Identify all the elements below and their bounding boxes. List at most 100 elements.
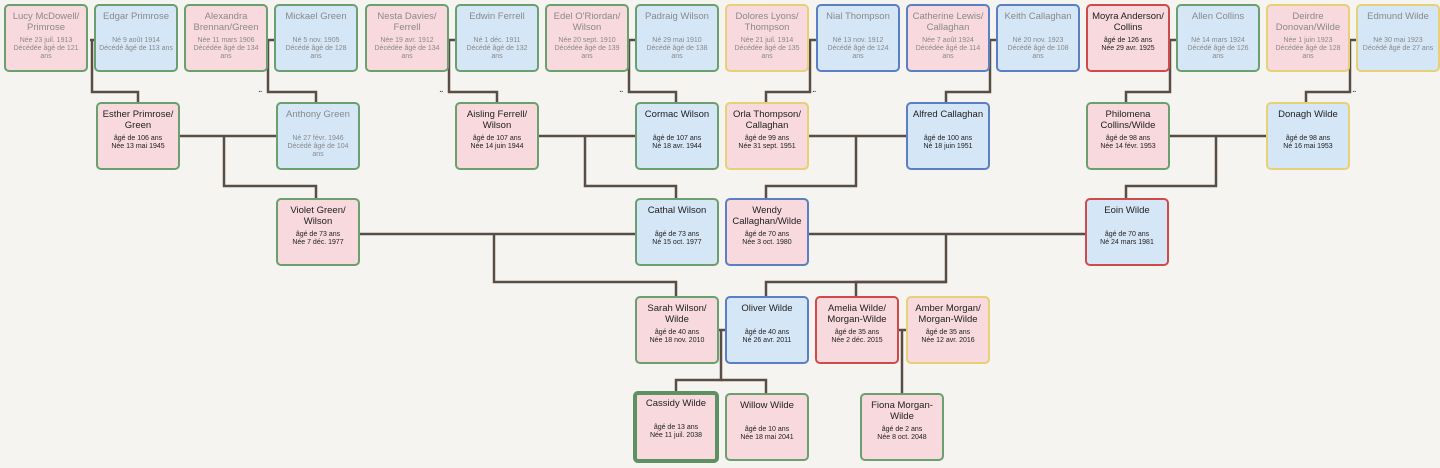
descent-line bbox=[583, 136, 678, 198]
person-dates: Né 30 mai 1923 Décédé âgé de 27 ans bbox=[1362, 37, 1434, 52]
person-card-cathal-wilson[interactable]: Cathal Wilson âgé de 73 ans Né 15 oct. 1… bbox=[635, 198, 719, 266]
person-card-edel-oriordan[interactable]: Edel O'Riordan/ Wilson Née 20 sept. 1910… bbox=[545, 4, 629, 72]
person-card-lucy-mcdowell[interactable]: Lucy McDowell/ Primrose Née 23 juil. 191… bbox=[4, 4, 88, 72]
person-card-alfred-callaghan[interactable]: Alfred Callaghan âgé de 100 ans Né 18 ju… bbox=[906, 102, 990, 170]
person-name: Donagh Wilde bbox=[1278, 109, 1338, 120]
person-dates: Née 21 juil. 1914 Décédée âgé de 135 ans bbox=[734, 37, 800, 60]
person-dates: Née 20 sept. 1910 Décédée âgé de 139 ans bbox=[554, 37, 620, 60]
person-name: Allen Collins bbox=[1191, 11, 1245, 22]
person-name: Wendy Callaghan/Wilde bbox=[732, 205, 802, 227]
person-card-orla-thompson[interactable]: Orla Thompson/ Callaghan âgé de 99 ans N… bbox=[725, 102, 809, 170]
person-card-padraig-wilson[interactable]: Padraig Wilson Né 29 mai 1910 Décédé âgé… bbox=[635, 4, 719, 72]
person-name: Amber Morgan/ Morgan-Wilde bbox=[915, 303, 981, 325]
more-ancestors-indicator[interactable]: .. bbox=[439, 84, 443, 95]
descent-line bbox=[266, 40, 318, 102]
person-dates: Né 29 mai 1910 Décédé âgé de 138 ans bbox=[646, 37, 708, 60]
more-ancestors-indicator[interactable]: .. bbox=[258, 84, 262, 95]
person-dates: âgé de 35 ans Née 2 déc. 2015 bbox=[831, 329, 883, 344]
person-name: Keith Callaghan bbox=[1004, 11, 1072, 22]
person-dates: âgé de 70 ans Née 3 oct. 1980 bbox=[742, 231, 792, 246]
person-dates: âgé de 70 ans Né 24 mars 1981 bbox=[1100, 231, 1154, 246]
person-dates: âgé de 40 ans Né 26 avr. 2011 bbox=[742, 329, 792, 344]
person-dates: Né 27 févr. 1946 Décédé âgé de 104 ans bbox=[287, 135, 349, 158]
person-name: Nesta Davies/ Ferrell bbox=[377, 11, 437, 33]
person-card-oliver-wilde[interactable]: Oliver Wilde âgé de 40 ans Né 26 avr. 20… bbox=[725, 296, 809, 364]
person-name: Anthony Green bbox=[286, 109, 350, 120]
person-dates: âgé de 10 ans Née 18 mai 2041 bbox=[740, 426, 794, 441]
person-card-mickael-green[interactable]: Mickael Green Né 5 nov. 1905 Décédé âgé … bbox=[274, 4, 358, 72]
person-card-allen-collins[interactable]: Allen Collins Né 14 mars 1924 Décédé âgé… bbox=[1176, 4, 1260, 72]
person-card-willow-wilde[interactable]: Willow Wilde âgé de 10 ans Née 18 mai 20… bbox=[725, 393, 809, 461]
person-dates: âgé de 13 ans Née 11 juil. 2038 bbox=[649, 424, 703, 439]
person-dates: Né 20 nov. 1923 Décédé âgé de 108 ans bbox=[1007, 37, 1069, 60]
person-name: Oliver Wilde bbox=[741, 303, 793, 314]
person-card-violet-green[interactable]: Violet Green/ Wilson âgé de 73 ans Née 7… bbox=[276, 198, 360, 266]
person-card-sarah-wilson[interactable]: Sarah Wilson/ Wilde âgé de 40 ans Née 18… bbox=[635, 296, 719, 364]
person-card-amelia-wilde[interactable]: Amelia Wilde/ Morgan-Wilde âgé de 35 ans… bbox=[815, 296, 899, 364]
person-name: Padraig Wilson bbox=[645, 11, 709, 22]
person-card-anthony-green[interactable]: Anthony Green Né 27 févr. 1946 Décédé âg… bbox=[276, 102, 360, 170]
person-name: Edel O'Riordan/ Wilson bbox=[553, 11, 621, 33]
descent-line bbox=[1304, 40, 1352, 102]
person-card-eoin-wilde[interactable]: Eoin Wilde âgé de 70 ans Né 24 mars 1981 bbox=[1085, 198, 1169, 266]
person-card-moyra-anderson[interactable]: Moyra Anderson/ Collins âgé de 126 ans N… bbox=[1086, 4, 1170, 72]
person-name: Orla Thompson/ Callaghan bbox=[733, 109, 801, 131]
person-card-nial-thompson[interactable]: Nial Thompson Né 13 nov. 1912 Décédé âgé… bbox=[816, 4, 900, 72]
person-dates: âgé de 2 ans Née 8 oct. 2048 bbox=[877, 426, 927, 441]
person-dates: Né 13 nov. 1912 Décédé âgé de 124 ans bbox=[827, 37, 889, 60]
person-name: Aisling Ferrell/ Wilson bbox=[466, 109, 528, 131]
person-dates: âgé de 73 ans Née 7 déc. 1977 bbox=[292, 231, 344, 246]
more-ancestors-indicator[interactable]: .. bbox=[812, 84, 816, 95]
person-name: Violet Green/ Wilson bbox=[290, 205, 346, 227]
descent-line bbox=[854, 280, 946, 296]
person-card-cormac-wilson[interactable]: Cormac Wilson âgé de 107 ans Né 18 avr. … bbox=[635, 102, 719, 170]
person-card-edmund-wilde[interactable]: Edmund Wilde Né 30 mai 1923 Décédé âgé d… bbox=[1356, 4, 1440, 72]
person-name: Eoin Wilde bbox=[1104, 205, 1150, 216]
person-card-wendy-callaghan[interactable]: Wendy Callaghan/Wilde âgé de 70 ans Née … bbox=[725, 198, 809, 266]
person-dates: Née 7 août 1924 Décédée âgé de 114 ans bbox=[915, 37, 981, 60]
person-card-edgar-primrose[interactable]: Edgar Primrose Né 9 août 1914 Décédé âgé… bbox=[94, 4, 178, 72]
person-dates: âgé de 100 ans Né 18 juin 1951 bbox=[923, 135, 973, 150]
person-name: Sarah Wilson/ Wilde bbox=[647, 303, 707, 325]
person-card-philomena-collins[interactable]: Philomena Collins/Wilde âgé de 98 ans Né… bbox=[1086, 102, 1170, 170]
person-card-esther-primrose[interactable]: Esther Primrose/ Green âgé de 106 ans Né… bbox=[96, 102, 180, 170]
person-name: Amelia Wilde/ Morgan-Wilde bbox=[827, 303, 887, 325]
person-name: Alfred Callaghan bbox=[912, 109, 984, 120]
person-dates: âgé de 73 ans Né 15 oct. 1977 bbox=[652, 231, 702, 246]
descent-line bbox=[1124, 40, 1172, 102]
person-name: Lucy McDowell/ Primrose bbox=[12, 11, 80, 33]
person-card-donagh-wilde[interactable]: Donagh Wilde âgé de 98 ans Né 16 mai 195… bbox=[1266, 102, 1350, 170]
person-dates: âgé de 98 ans Né 16 mai 1953 bbox=[1283, 135, 1333, 150]
person-dates: âgé de 126 ans Née 29 avr. 1925 bbox=[1101, 37, 1155, 52]
person-name: Edwin Ferrell bbox=[469, 11, 525, 22]
descent-line bbox=[721, 378, 768, 393]
person-card-catherine-lewis[interactable]: Catherine Lewis/ Callaghan Née 7 août 19… bbox=[906, 4, 990, 72]
person-card-edwin-ferrell[interactable]: Edwin Ferrell Né 1 déc. 1911 Décédé âgé … bbox=[455, 4, 539, 72]
descent-line bbox=[90, 40, 140, 102]
person-dates: Née 11 mars 1906 Décédée âgé de 134 ans bbox=[193, 37, 259, 60]
person-name: Dolores Lyons/ Thompson bbox=[735, 11, 799, 33]
person-name: Cathal Wilson bbox=[647, 205, 707, 216]
person-card-alexandra-brennan[interactable]: Alexandra Brennan/Green Née 11 mars 1906… bbox=[184, 4, 268, 72]
person-card-nesta-davies[interactable]: Nesta Davies/ Ferrell Née 19 avr. 1912 D… bbox=[365, 4, 449, 72]
person-card-deirdre-donovan[interactable]: Deirdre Donovan/Wilde Née 1 juin 1923 Dé… bbox=[1266, 4, 1350, 72]
person-dates: Né 5 nov. 1905 Décédé âgé de 128 ans bbox=[285, 37, 347, 60]
descent-line bbox=[492, 234, 678, 296]
descent-line bbox=[674, 330, 723, 393]
more-ancestors-indicator[interactable]: .. bbox=[619, 84, 623, 95]
person-dates: Né 14 mars 1924 Décédé âgé de 126 ans bbox=[1187, 37, 1249, 60]
person-card-cassidy-wilde-selected[interactable]: Cassidy Wilde âgé de 13 ans Née 11 juil.… bbox=[633, 391, 719, 463]
person-card-aisling-ferrell[interactable]: Aisling Ferrell/ Wilson âgé de 107 ans N… bbox=[455, 102, 539, 170]
person-card-keith-callaghan[interactable]: Keith Callaghan Né 20 nov. 1923 Décédé â… bbox=[996, 4, 1080, 72]
person-dates: Née 23 juil. 1913 Décédée âgé de 121 ans bbox=[13, 37, 79, 60]
person-name: Willow Wilde bbox=[740, 400, 794, 411]
person-name: Nial Thompson bbox=[826, 11, 890, 22]
person-card-fiona-morgan-wilde[interactable]: Fiona Morgan- Wilde âgé de 2 ans Née 8 o… bbox=[860, 393, 944, 461]
person-name: Fiona Morgan- Wilde bbox=[871, 400, 933, 422]
person-card-amber-morgan[interactable]: Amber Morgan/ Morgan-Wilde âgé de 35 ans… bbox=[906, 296, 990, 364]
more-ancestors-indicator[interactable]: .. bbox=[1352, 84, 1356, 95]
person-dates: Née 1 juin 1923 Décédée âgé de 128 ans bbox=[1275, 37, 1341, 60]
person-card-dolores-lyons[interactable]: Dolores Lyons/ Thompson Née 21 juil. 191… bbox=[725, 4, 809, 72]
person-name: Moyra Anderson/ Collins bbox=[1092, 11, 1164, 33]
